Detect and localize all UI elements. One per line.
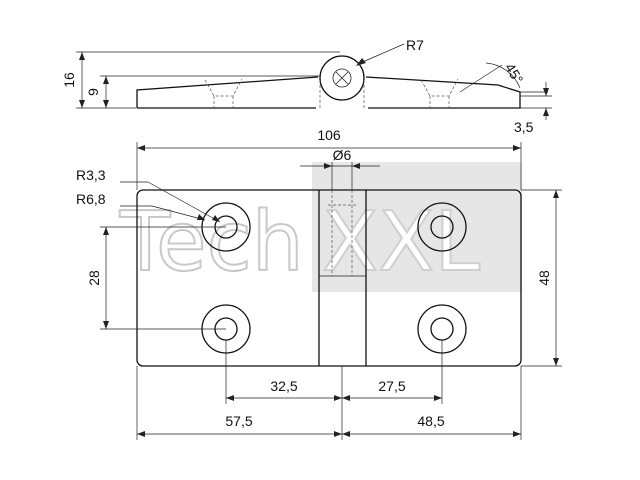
top-view-dimensions: 106 Ø6 R3,3 R6,8 28 48 32	[76, 127, 562, 440]
hinge-outline	[136, 189, 522, 367]
dim-overall-length: 106	[317, 127, 341, 143]
watermark-box	[312, 162, 522, 292]
hole-bottom-right-inner	[430, 317, 454, 341]
dim-angle: 45°	[502, 60, 527, 86]
dim-overall-width: 48	[536, 270, 552, 286]
watermark-brand-right: XXL	[322, 195, 480, 290]
dim-height-leaf: 9	[85, 88, 101, 96]
top-view	[136, 189, 522, 367]
dim-pin-diameter: Ø6	[333, 147, 352, 163]
pin-bore	[332, 68, 352, 88]
side-view-dimensions: 16 9 R7 45° 3,5	[61, 37, 552, 135]
side-view-outline	[136, 76, 521, 109]
dim-hole-spacing-vertical: 28	[86, 270, 102, 286]
dim-thickness: 3,5	[514, 119, 534, 135]
side-view	[136, 55, 521, 109]
dim-hole-radius-outer: R6,8	[76, 191, 106, 207]
dim-hole-offset-left-outer: 57,5	[225, 413, 252, 429]
dim-hole-offset-right-inner: 27,5	[378, 378, 405, 394]
hole-top-right-outer	[417, 202, 467, 252]
dim-hole-offset-right-outer: 48,5	[417, 413, 444, 429]
countersink-left	[204, 78, 243, 108]
dim-hole-offset-left-inner: 32,5	[270, 378, 297, 394]
watermark: Tech XXL	[118, 162, 522, 292]
countersink-right	[420, 78, 459, 108]
pin-hidden	[328, 190, 356, 276]
dim-pin-radius: R7	[406, 37, 424, 53]
dim-hole-radius-inner: R3,3	[76, 167, 106, 183]
hole-top-right-inner	[430, 215, 454, 239]
dim-height-total: 16	[61, 72, 77, 88]
watermark-brand-left: Tech	[119, 195, 304, 290]
pin-knuckle	[319, 55, 365, 101]
pin-hatch	[335, 71, 349, 85]
